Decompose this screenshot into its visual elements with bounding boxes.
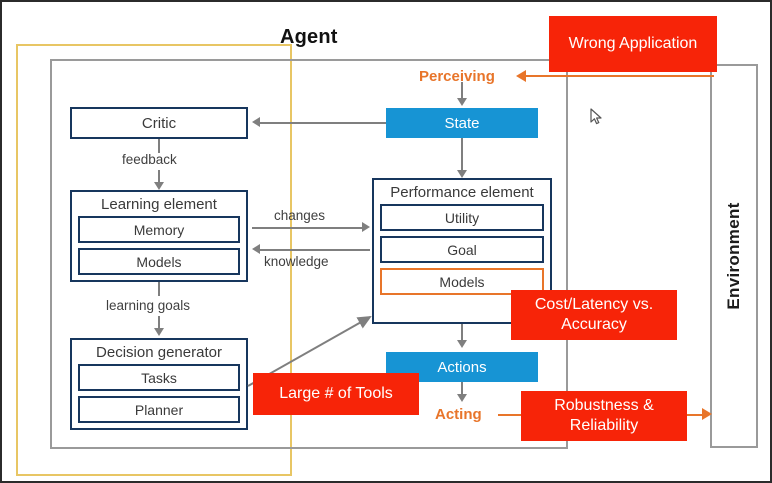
actions-box[interactable]: Actions [386, 352, 538, 382]
callout-wrong-application[interactable]: Wrong Application [549, 16, 717, 72]
critic-to-learning-line [158, 139, 160, 153]
acting-to-env-arrowhead [702, 408, 712, 420]
actions-to-acting-line [461, 382, 463, 396]
state-label: State [444, 114, 480, 132]
critic-to-learning-line-2 [158, 170, 160, 183]
decision-planner-label: Planner [134, 401, 184, 418]
page-title: Agent [280, 26, 338, 48]
actions-to-acting-arrowhead [457, 394, 467, 402]
callout-cost-latency[interactable]: Cost/Latency vs. Accuracy [511, 290, 677, 340]
perceiving-arrowhead [516, 70, 526, 82]
learning-to-decision-line [158, 282, 160, 296]
acting-line [498, 414, 538, 416]
performance-element-title: Performance element [390, 184, 534, 201]
callout-large-tools[interactable]: Large # of Tools [253, 373, 419, 415]
knowledge-line [260, 249, 370, 251]
state-to-critic-arrowhead [252, 117, 260, 127]
changes-line [252, 227, 364, 229]
mouse-pointer-icon [590, 108, 602, 125]
learning-to-decision-arrowhead [154, 328, 164, 336]
callout-robustness-label: Robustness & Reliability [554, 397, 654, 434]
decision-generator-box[interactable]: Decision generator Tasks Planner [70, 338, 248, 430]
knowledge-label: knowledge [264, 254, 329, 269]
learning-memory-label: Memory [133, 221, 185, 238]
critic-label: Critic [141, 114, 177, 132]
perceiving-label: Perceiving [419, 68, 495, 85]
perceiving-line [526, 75, 714, 77]
acting-label: Acting [435, 406, 482, 423]
performance-to-actions-arrowhead [457, 340, 467, 348]
state-to-performance-line [461, 138, 463, 172]
state-to-critic-line [260, 122, 386, 124]
learning-element-title: Learning element [101, 196, 217, 213]
critic-to-learning-arrowhead [154, 182, 164, 190]
callout-robustness[interactable]: Robustness & Reliability [521, 391, 687, 441]
performance-utility-label: Utility [444, 209, 480, 226]
knowledge-arrowhead [252, 244, 260, 254]
state-to-performance-arrowhead [457, 170, 467, 178]
yellow-highlight-frame [16, 44, 292, 476]
changes-arrowhead [362, 222, 370, 232]
performance-goal-box[interactable]: Goal [380, 236, 544, 263]
decision-planner-box[interactable]: Planner [78, 396, 240, 423]
feedback-label: feedback [122, 152, 177, 167]
perceiving-to-state-arrowhead [457, 98, 467, 106]
learning-element-box[interactable]: Learning element Memory Models [70, 190, 248, 282]
learning-goals-label: learning goals [106, 298, 191, 313]
actions-label: Actions [437, 358, 487, 376]
performance-to-actions-line [461, 324, 463, 342]
agent-frame [50, 59, 568, 449]
changes-label: changes [274, 208, 326, 223]
learning-models-label: Models [136, 253, 182, 270]
learning-models-box[interactable]: Models [78, 248, 240, 275]
decision-tasks-label: Tasks [141, 369, 177, 386]
learning-to-decision-line-2 [158, 316, 160, 329]
callout-wrong-application-label: Wrong Application [568, 35, 698, 52]
state-box[interactable]: State [386, 108, 538, 138]
perceiving-to-state-line [461, 82, 463, 100]
performance-models-label: Models [439, 273, 485, 290]
performance-utility-box[interactable]: Utility [380, 204, 544, 231]
decision-generator-title: Decision generator [96, 344, 222, 361]
callout-cost-latency-label: Cost/Latency vs. Accuracy [534, 296, 654, 333]
learning-memory-box[interactable]: Memory [78, 216, 240, 243]
callout-large-tools-label: Large # of Tools [279, 385, 393, 402]
decision-tasks-box[interactable]: Tasks [78, 364, 240, 391]
critic-box[interactable]: Critic [70, 107, 248, 139]
environment-box: Environment [710, 64, 758, 448]
performance-goal-label: Goal [447, 241, 477, 258]
acting-to-env-line [686, 414, 708, 416]
